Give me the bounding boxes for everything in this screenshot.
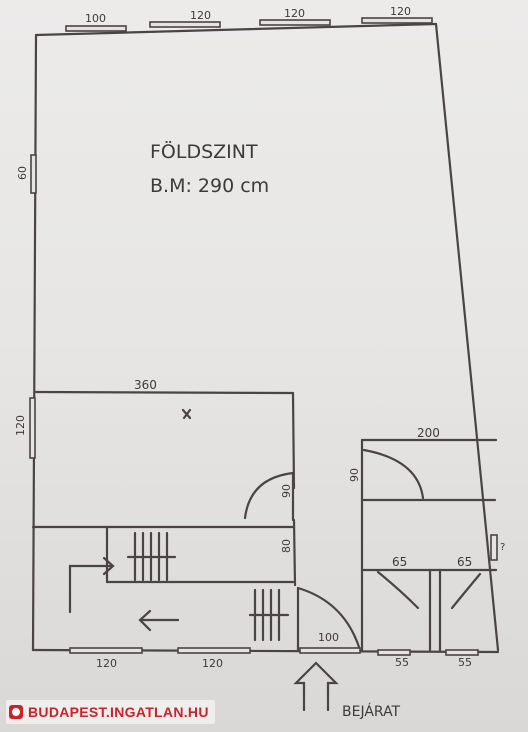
room-360-right-lower	[292, 518, 297, 587]
dim-room-200: 200	[417, 426, 440, 440]
dim-window-bottom-3: 100	[318, 631, 339, 644]
dim-window-bottom-2: 120	[202, 657, 223, 670]
window-bottom-1	[69, 647, 143, 654]
window-bottom-2	[177, 647, 251, 654]
room-360-top	[34, 390, 295, 395]
door-90-arc	[243, 471, 295, 520]
plan-title: FÖLDSZINT	[150, 140, 258, 163]
window-top-4	[361, 17, 433, 24]
dim-room-360: 360	[134, 378, 157, 392]
outer-wall-left	[31, 33, 38, 652]
dim-door-65-a: 65	[392, 555, 407, 569]
dim-door-90-b: 90	[280, 484, 293, 498]
dim-window-top-2: 120	[190, 9, 211, 22]
dim-window-top-3: 120	[284, 7, 305, 20]
dim-window-bottom-5: 55	[458, 656, 472, 669]
stair-arrow-up	[68, 556, 115, 614]
dim-door-90-a: 90	[348, 468, 361, 482]
ceiling-height: B.M: 290 cm	[150, 175, 269, 197]
window-top-2	[149, 21, 221, 28]
window-left-lower	[29, 397, 36, 459]
window-bottom-3	[299, 647, 361, 654]
dim-window-top-4: 120	[390, 5, 411, 18]
window-right	[490, 534, 498, 561]
pencil-mark	[181, 408, 192, 420]
dim-window-bottom-4: 55	[395, 656, 409, 669]
entrance-door-arc	[296, 586, 362, 652]
dim-window-bottom-1: 120	[96, 657, 117, 670]
stairs-lower	[248, 588, 290, 642]
window-bottom-4	[377, 649, 411, 656]
dim-window-top-1: 100	[85, 12, 106, 25]
brand-logo-icon	[9, 705, 23, 719]
entrance-label: BEJÁRAT	[342, 703, 401, 720]
dim-stair-80: 80	[280, 539, 293, 553]
dim-window-left-upper: 60	[16, 166, 29, 180]
door-65a-arc	[376, 570, 420, 610]
room-360-right	[291, 391, 296, 490]
stair-arrow-left	[138, 609, 180, 632]
dim-window-left-lower: 120	[14, 415, 27, 436]
window-bottom-5	[445, 649, 479, 656]
dim-door-65-b: 65	[457, 555, 472, 569]
window-top-1	[65, 25, 127, 32]
window-left-upper	[30, 154, 37, 194]
door-65b-arc	[450, 572, 482, 610]
outer-wall-top	[34, 22, 438, 37]
entrance-arrow	[293, 661, 339, 712]
door-room200-arc	[362, 448, 425, 500]
dim-window-right: ?	[500, 542, 505, 553]
watermark: BUDAPEST.INGATLAN.HU	[6, 700, 215, 724]
stairs-upper	[126, 531, 177, 582]
window-top-3	[259, 19, 331, 26]
outer-wall-right	[434, 22, 500, 652]
watermark-text: BUDAPEST.INGATLAN.HU	[28, 704, 209, 720]
